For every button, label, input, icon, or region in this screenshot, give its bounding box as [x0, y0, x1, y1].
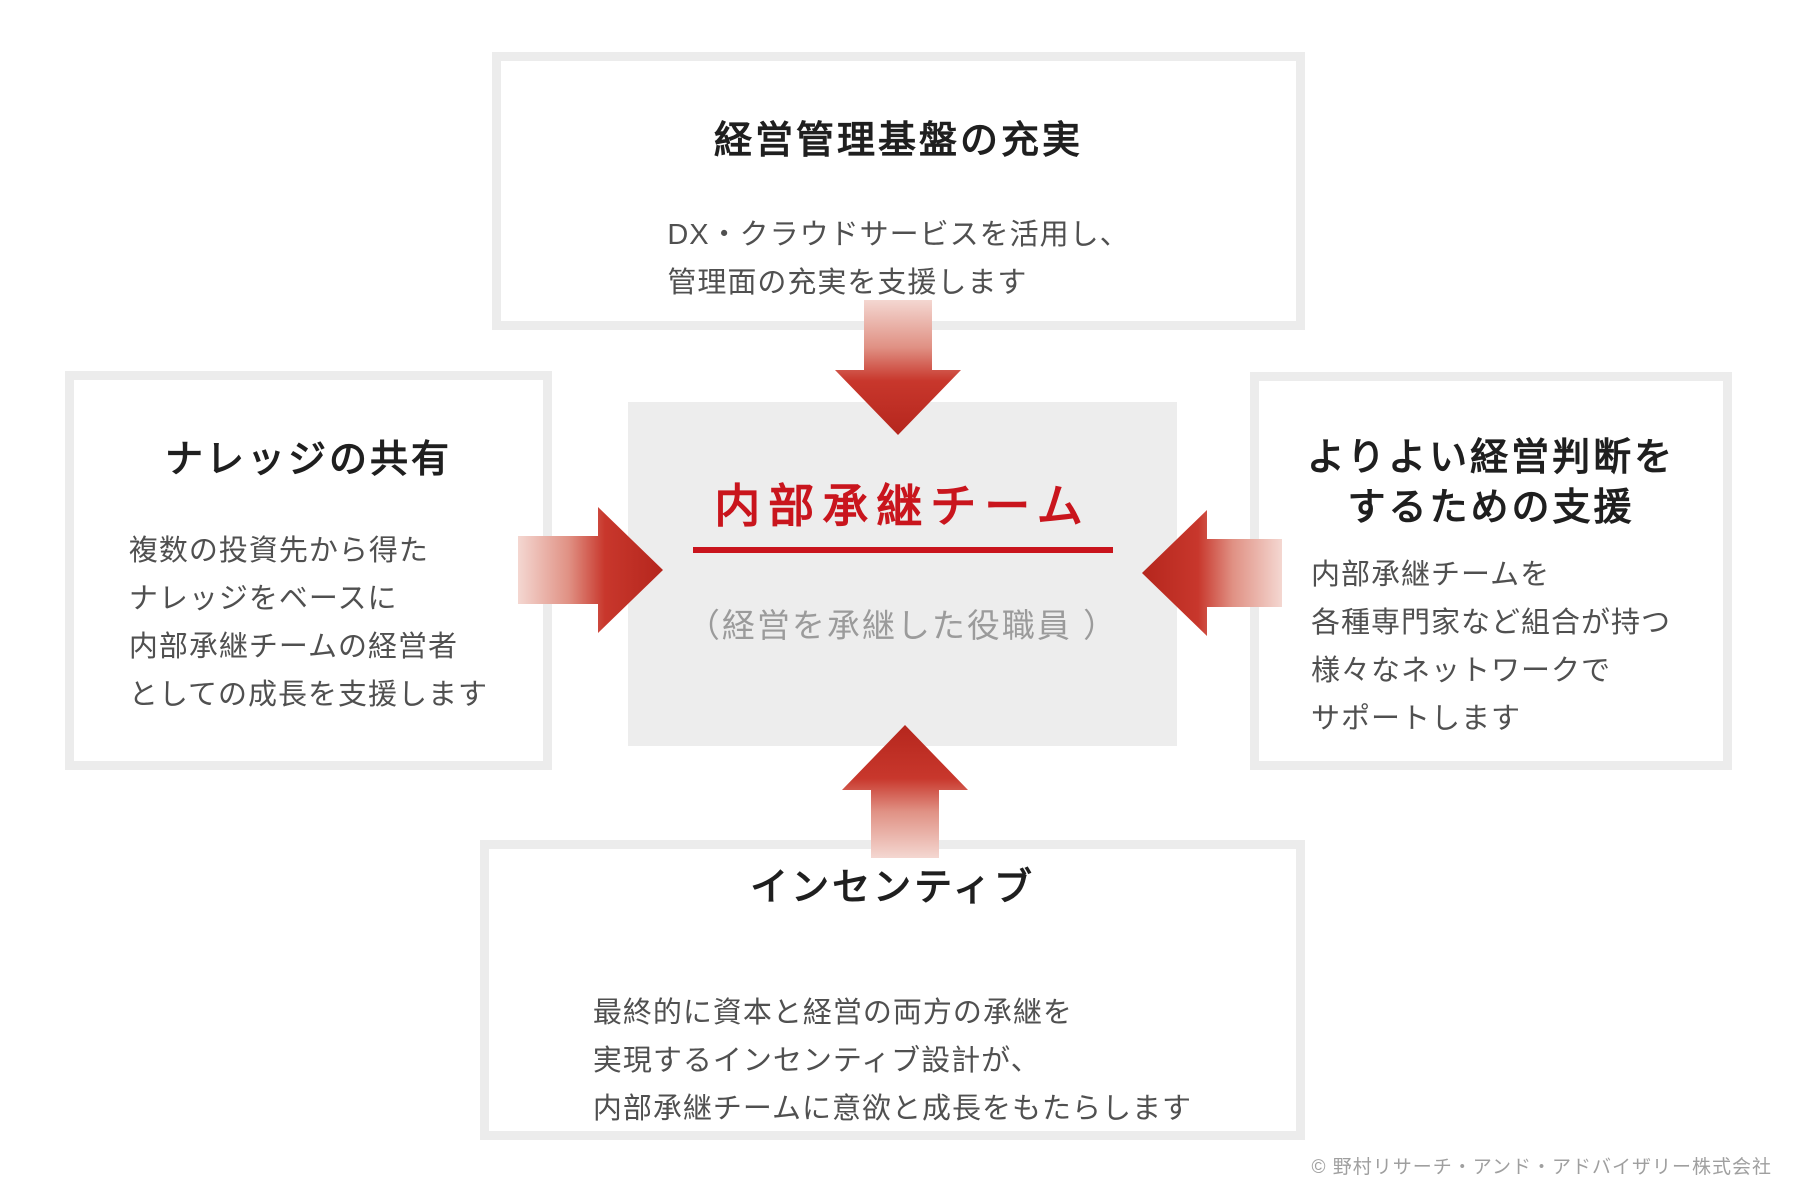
- knowledge-sharing-box: ナレッジの共有 複数の投資先から得た ナレッジをベースに 内部承継チームの経営者…: [65, 371, 552, 770]
- knowledge-sharing-title: ナレッジの共有: [164, 439, 452, 481]
- body-line: 内部承継チームに意欲と成長をもたらします: [592, 1093, 1193, 1125]
- incentive-box: インセンティブ 最終的に資本と経営の両方の承継を 実現するインセンティブ設計が、…: [480, 840, 1305, 1140]
- decision-support-box: よりよい経営判断を するための支援 内部承継チームを 各種専門家など組合が持つ …: [1250, 372, 1732, 770]
- title-line: するための支援: [1347, 487, 1635, 529]
- body-line: 管理面の充実を支援します: [667, 267, 1028, 299]
- body-line: 各種専門家など組合が持つ: [1310, 607, 1671, 639]
- title-underline: [692, 547, 1113, 553]
- body-line: DX・クラウドサービスを活用し、: [667, 219, 1130, 251]
- body-line: 様々なネットワークで: [1310, 655, 1611, 687]
- management-foundation-body: DX・クラウドサービスを活用し、 管理面の充実を支援します: [667, 211, 1129, 307]
- body-line: 内部承継チームを: [1310, 559, 1551, 591]
- incentive-body: 最終的に資本と経営の両方の承継を 実現するインセンティブ設計が、 内部承継チーム…: [593, 989, 1192, 1133]
- body-line: としての成長を支援します: [128, 679, 489, 711]
- title-line: よりよい経営判断を: [1306, 437, 1676, 479]
- body-line: 複数の投資先から得た: [128, 535, 429, 567]
- body-line: 内部承継チームの経営者: [128, 631, 459, 663]
- decision-support-title: よりよい経営判断を するための支援: [1259, 433, 1723, 533]
- copyright-text: © 野村リサーチ・アンド・アドバイザリー株式会社: [1311, 1157, 1772, 1178]
- center-subtitle: （経営を承継した役職員 ）: [686, 607, 1119, 644]
- body-line: サポートします: [1310, 703, 1521, 735]
- knowledge-sharing-body: 複数の投資先から得た ナレッジをベースに 内部承継チームの経営者 としての成長を…: [129, 527, 488, 719]
- body-line: 実現するインセンティブ設計が、: [592, 1045, 1041, 1077]
- internal-succession-team-box: 内部承継チーム （経営を承継した役職員 ）: [628, 402, 1177, 746]
- body-line: 最終的に資本と経営の両方の承継を: [592, 997, 1073, 1029]
- center-title: 内部承継チーム: [714, 480, 1091, 532]
- body-line: ナレッジをベースに: [128, 583, 398, 615]
- management-foundation-box: 経営管理基盤の充実 DX・クラウドサービスを活用し、 管理面の充実を支援します: [492, 52, 1305, 330]
- incentive-title: インセンティブ: [750, 867, 1035, 909]
- decision-support-body: 内部承継チームを 各種専門家など組合が持つ 様々なネットワークで サポートします: [1311, 551, 1671, 743]
- management-foundation-title: 経営管理基盤の充実: [713, 120, 1083, 162]
